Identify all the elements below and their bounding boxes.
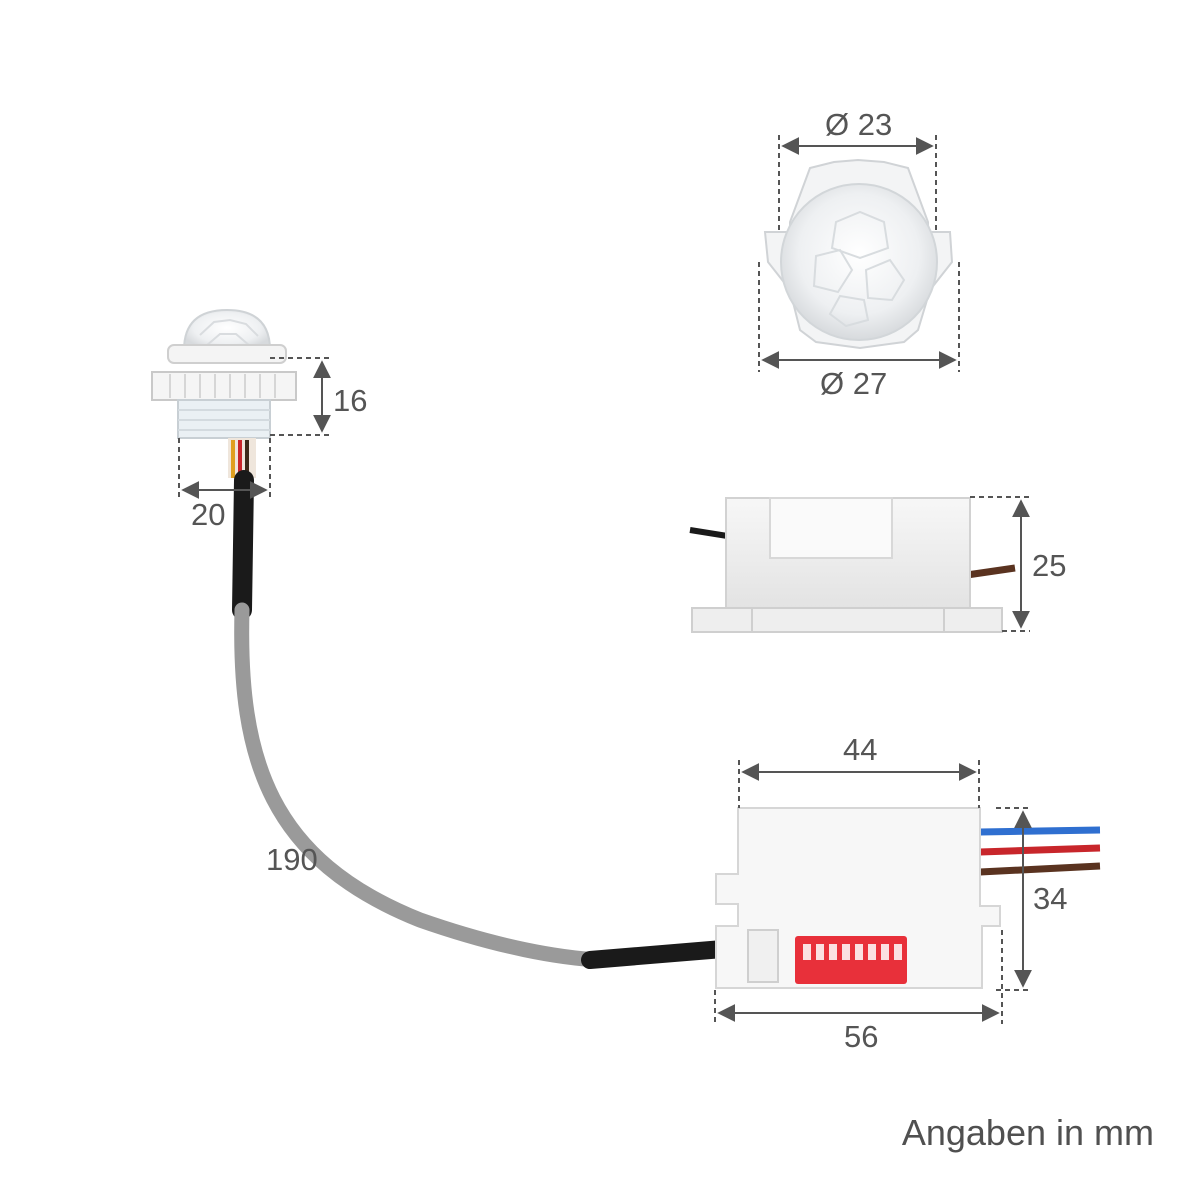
- sensor-cable-icon: [232, 470, 771, 969]
- dim-box-height-label: 25: [1032, 548, 1066, 583]
- dim-box-width-label: 34: [1033, 881, 1067, 916]
- dim-box-total-length-label: 56: [844, 1019, 878, 1054]
- dim-sensor-width-label: 20: [191, 497, 225, 532]
- dim-lens-outer-diameter-label: Ø 27: [820, 366, 887, 401]
- pir-lens-top-view-icon: [763, 158, 954, 350]
- dim-sensor-height-label: 16: [333, 383, 367, 418]
- dim-box-inner-length-label: 44: [843, 732, 877, 767]
- dim-cable-length-label: 190: [266, 842, 318, 877]
- dimension-lines: [178, 135, 1032, 1024]
- units-footnote: Angaben in mm: [901, 1112, 1154, 1153]
- control-box-top-view-icon: [715, 807, 1101, 989]
- control-box-side-view-icon: [689, 497, 1016, 633]
- pir-sensor-head-icon: [151, 308, 297, 478]
- dim-lens-inner-diameter-label: Ø 23: [825, 107, 892, 142]
